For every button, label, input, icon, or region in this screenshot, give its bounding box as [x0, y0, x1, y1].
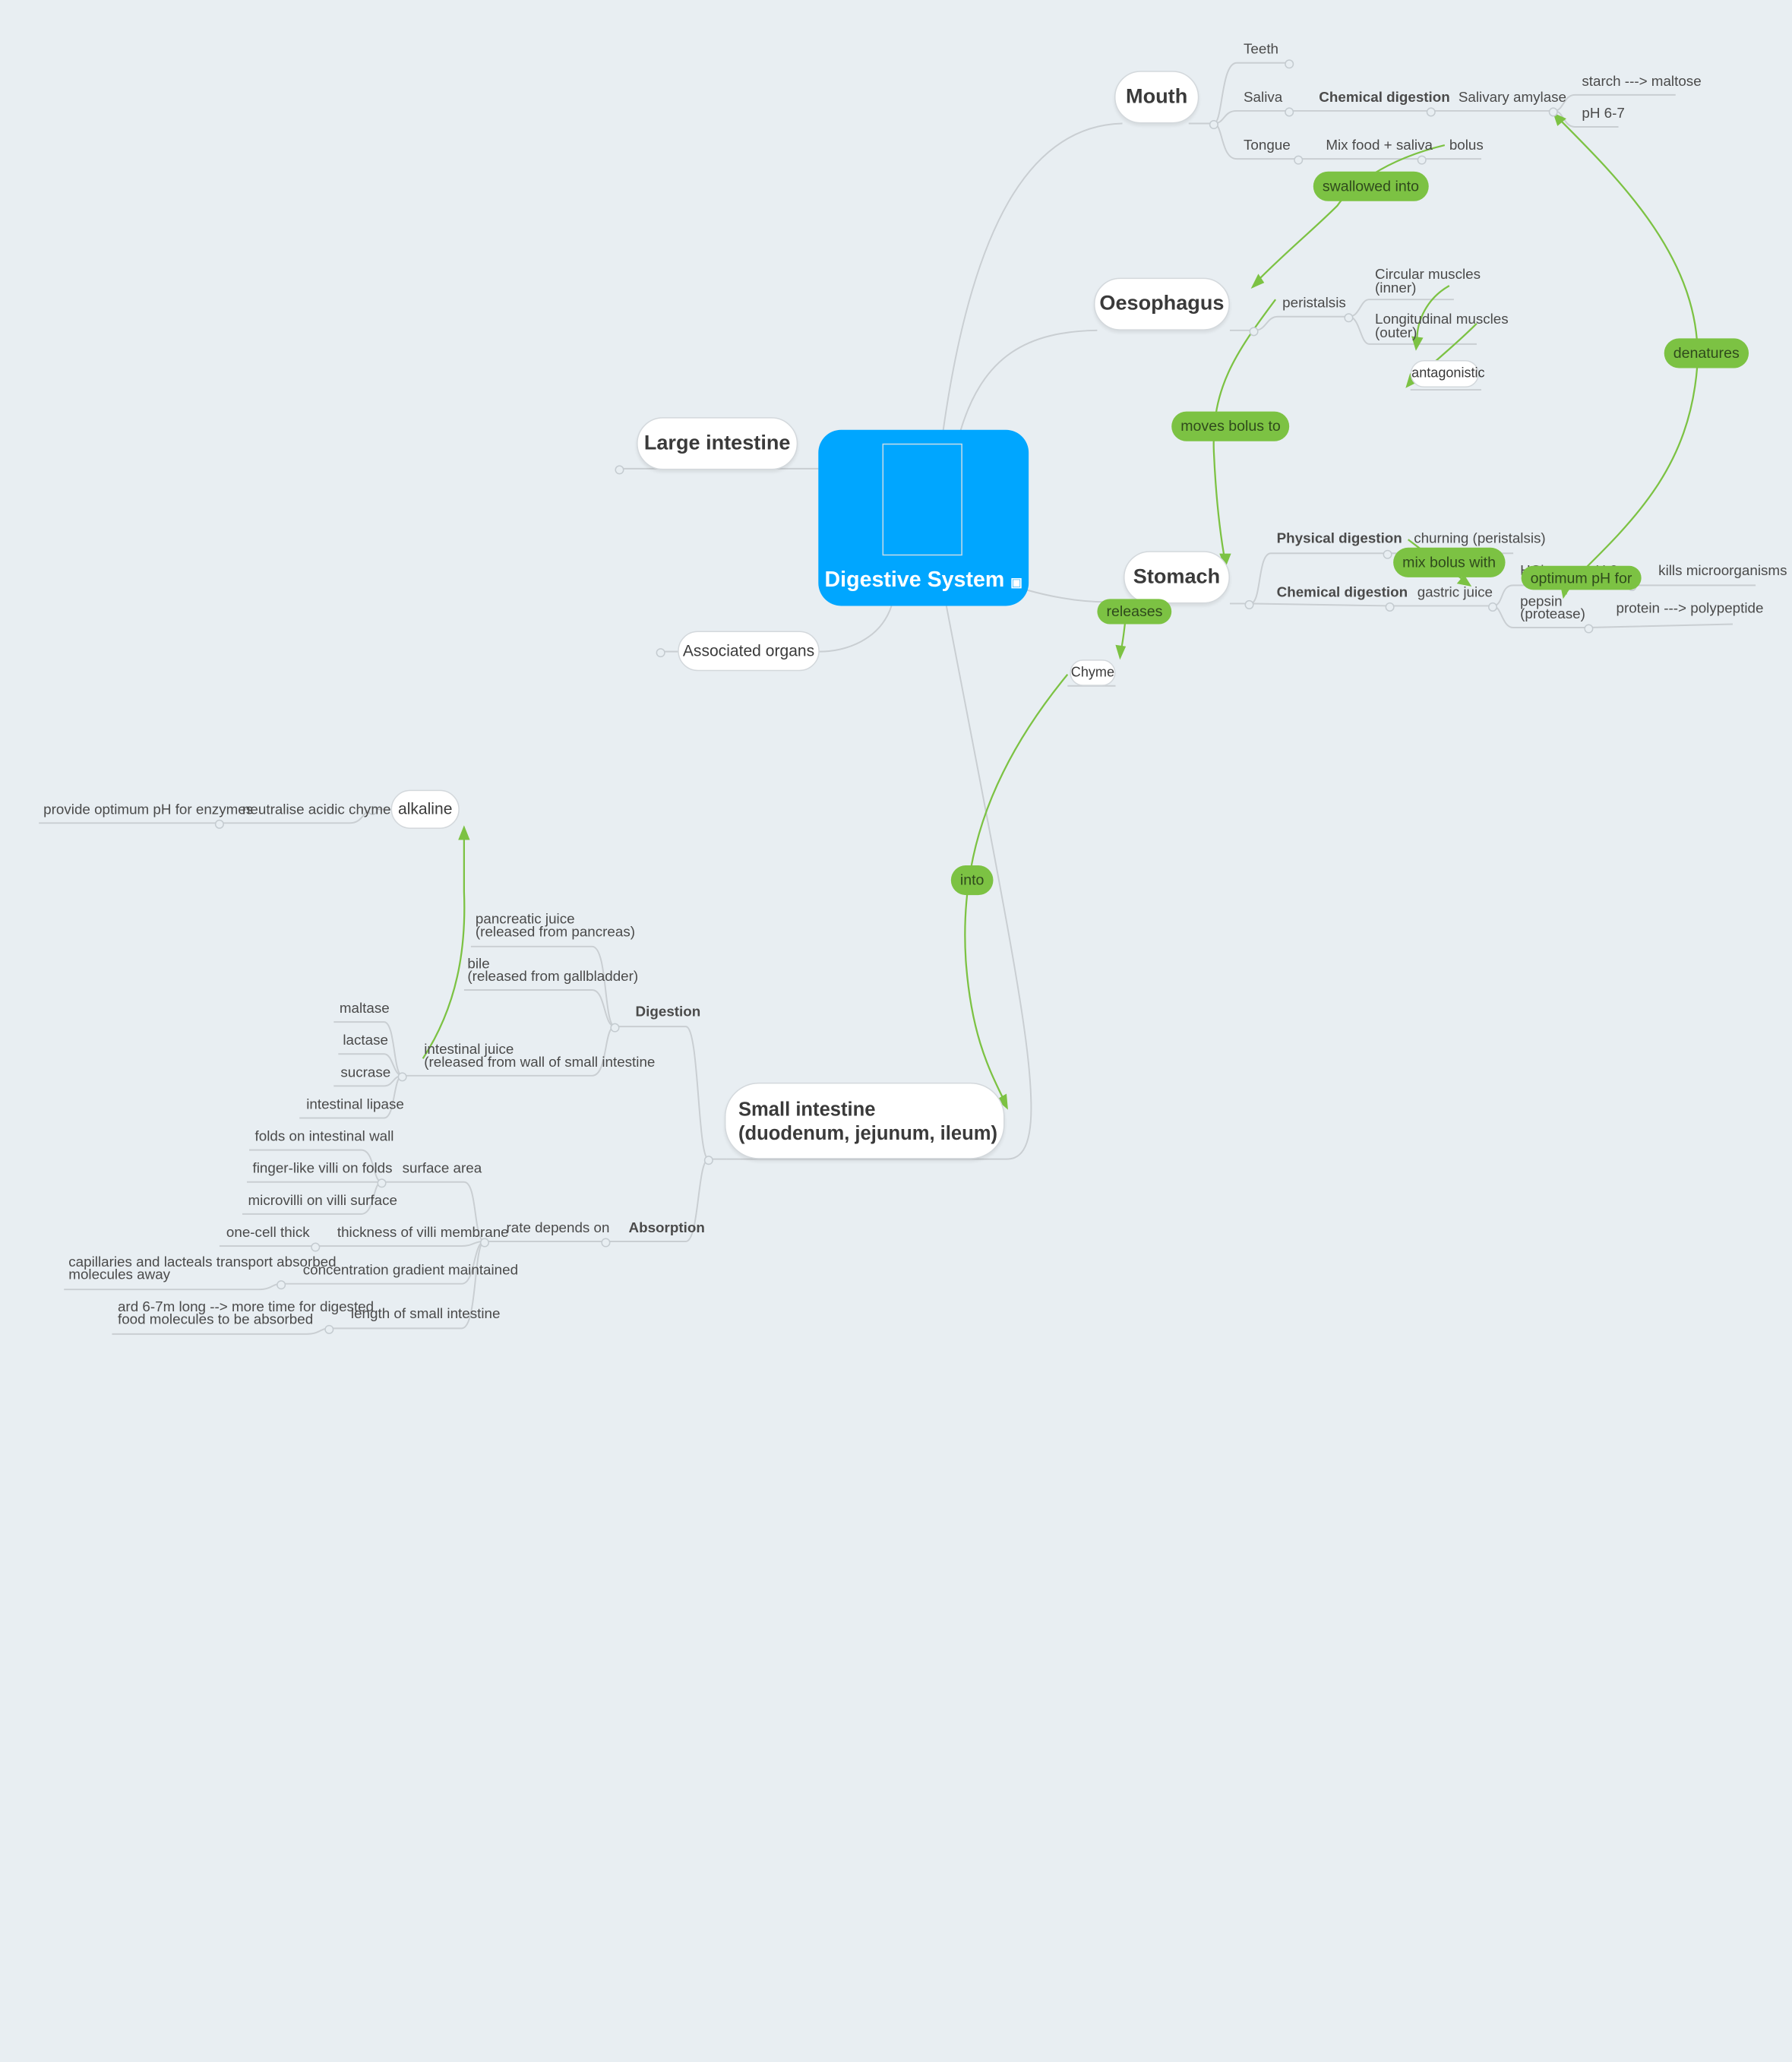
gastric-juice-label[interactable]: gastric juice: [1417, 583, 1493, 600]
churning-label[interactable]: churning (peristalsis): [1414, 530, 1546, 547]
relation-moves-bolus-to[interactable]: moves bolus to: [1171, 411, 1290, 441]
tongue-label[interactable]: Tongue: [1244, 137, 1291, 153]
relation-swallowed-into[interactable]: swallowed into: [1313, 171, 1429, 201]
antagonistic-node[interactable]: antagonistic: [1410, 359, 1485, 388]
pepsin-label[interactable]: pepsin (protease): [1520, 593, 1585, 622]
stomach-chemical-digestion[interactable]: Chemical digestion: [1276, 583, 1408, 600]
length-label[interactable]: length of small intestine: [350, 1305, 501, 1322]
folds-label[interactable]: folds on intestinal wall: [254, 1128, 394, 1145]
relation-into[interactable]: into: [950, 865, 994, 896]
central-topic[interactable]: Digestive System ▣: [818, 429, 1029, 606]
surface-area-label[interactable]: surface area: [402, 1160, 482, 1177]
salivary-amylase-label[interactable]: Salivary amylase: [1458, 89, 1567, 106]
mouth-chemical-digestion[interactable]: Chemical digestion: [1319, 89, 1450, 106]
image-icon[interactable]: ▣: [1010, 576, 1022, 590]
saliva-label[interactable]: Saliva: [1244, 89, 1283, 106]
intestinal-lipase-label[interactable]: intestinal lipase: [306, 1096, 404, 1112]
peristalsis-label[interactable]: peristalsis: [1282, 295, 1346, 312]
kills-microorganisms-label[interactable]: kills microorganisms: [1658, 562, 1787, 579]
topic-image: [882, 443, 962, 556]
branch-associated-organs[interactable]: Associated organs: [678, 631, 820, 672]
relation-denatures[interactable]: denatures: [1664, 338, 1749, 368]
one-cell-thick-label[interactable]: one-cell thick: [226, 1224, 310, 1241]
starch-maltose-label[interactable]: starch ---> maltose: [1582, 73, 1702, 90]
concentration-gradient-label[interactable]: concentration gradient maintained: [302, 1262, 519, 1279]
pancreatic-juice-label[interactable]: pancreatic juice (released from pancreas…: [475, 911, 636, 940]
ph-6-7-label[interactable]: pH 6-7: [1582, 105, 1625, 122]
si-digestion-label[interactable]: Digestion: [635, 1004, 701, 1020]
thickness-label[interactable]: thickness of villi membrane: [337, 1224, 509, 1241]
length-detail-label[interactable]: ard 6-7m long --> more time for digested…: [117, 1298, 375, 1327]
relation-releases[interactable]: releases: [1097, 599, 1172, 625]
intestinal-juice-label[interactable]: intestinal juice (released from wall of …: [424, 1041, 656, 1071]
si-absorption-label[interactable]: Absorption: [628, 1219, 705, 1236]
rate-depends-on-label[interactable]: rate depends on: [506, 1219, 610, 1236]
branch-large-intestine[interactable]: Large intestine: [637, 417, 798, 470]
sucrase-label[interactable]: sucrase: [340, 1064, 391, 1080]
relation-optimum-ph-for[interactable]: optimum pH for: [1521, 565, 1642, 590]
capillaries-label[interactable]: capillaries and lacteals transport absor…: [68, 1254, 337, 1283]
circular-muscles-label[interactable]: Circular muscles (inner): [1375, 266, 1481, 296]
bolus-label[interactable]: bolus: [1449, 137, 1484, 153]
neutralise-chyme-label[interactable]: neutralise acidic chyme: [242, 801, 391, 818]
branch-stomach[interactable]: Stomach: [1124, 551, 1230, 604]
relation-mix-bolus-with[interactable]: mix bolus with: [1393, 547, 1506, 577]
microvilli-label[interactable]: microvilli on villi surface: [248, 1192, 397, 1209]
mix-food-saliva-label[interactable]: Mix food + saliva: [1326, 137, 1433, 153]
branch-oesophagus[interactable]: Oesophagus: [1093, 277, 1230, 330]
protein-polypeptide-label[interactable]: protein ---> polypeptide: [1616, 599, 1764, 616]
chyme-node[interactable]: Chyme: [1070, 659, 1116, 686]
optimum-ph-enzymes-label[interactable]: provide optimum pH for enzymes: [43, 801, 254, 818]
connector-lines: [39, 62, 1756, 1335]
lactase-label[interactable]: lactase: [343, 1032, 388, 1048]
alkaline-node[interactable]: alkaline: [390, 789, 460, 829]
branch-mouth[interactable]: Mouth: [1114, 71, 1199, 124]
stomach-physical-digestion[interactable]: Physical digestion: [1276, 530, 1402, 547]
bile-label[interactable]: bile (released from gallbladder): [467, 955, 639, 985]
branch-small-intestine[interactable]: Small intestine (duodenum, jejunum, ileu…: [724, 1082, 1005, 1159]
longitudinal-muscles-label[interactable]: Longitudinal muscles (outer): [1375, 311, 1509, 341]
villi-label[interactable]: finger-like villi on folds: [252, 1160, 393, 1177]
teeth-label[interactable]: Teeth: [1244, 41, 1279, 58]
maltase-label[interactable]: maltase: [339, 1000, 390, 1017]
central-topic-title: Digestive System ▣: [824, 568, 1022, 593]
